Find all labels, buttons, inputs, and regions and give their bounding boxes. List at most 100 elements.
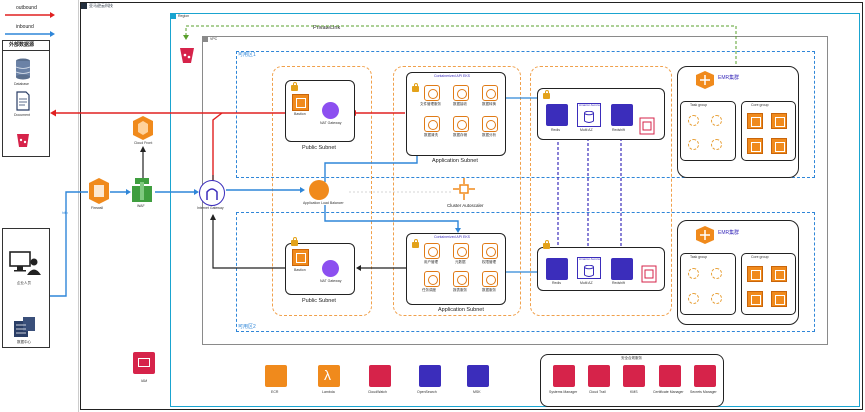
data-center-label: 数据中心 (17, 340, 31, 344)
kms-label: KMS (630, 390, 638, 394)
redis-az1-label: Redis (551, 128, 560, 132)
task-group-az2-label: Task group (690, 255, 708, 259)
s3-az2-icon (641, 265, 657, 283)
core-node-icon (747, 113, 763, 129)
internet-gateway-label: Internet Gateway (197, 206, 224, 210)
cloudwatch-label: CloudWatch (368, 390, 387, 394)
iam-label: IAM (141, 379, 148, 383)
public-subnet-az1-label: Public Subnet (302, 145, 336, 151)
aurora-az1-label: Amazon Aurora (579, 103, 600, 107)
task-node-icon (688, 115, 699, 126)
app-label: 报表服务 (453, 288, 467, 292)
cluster-autoscaler-label: Cluster Autoscaler (447, 203, 484, 208)
cluster-autoscaler-icon (453, 178, 475, 200)
region-label: Region (178, 14, 190, 18)
external-sources-title: 外部数据源 (9, 42, 35, 48)
firewall-icon (89, 178, 109, 204)
az2-frame (236, 212, 815, 332)
iam-badge (138, 358, 150, 367)
bastion-az2-label: Bastion (294, 268, 306, 272)
app-label: 权限管理 (482, 260, 496, 264)
vpc-label: VPC (210, 37, 218, 41)
data-subnet-az1-lock-icon (543, 90, 550, 99)
external-sources-panel (2, 40, 50, 157)
app-label: 数据清洗 (424, 133, 438, 137)
emr-az1-icon (696, 71, 714, 89)
firewall-label: Firewall (91, 206, 104, 210)
internet-gateway-icon (199, 180, 225, 206)
task-node-icon (688, 139, 699, 150)
secrets-manager-label: Secrets Manager (690, 390, 717, 394)
task-node-icon (711, 139, 722, 150)
app-subnet-az1-lock-icon (412, 83, 419, 92)
app-label: 任务调度 (422, 288, 436, 292)
core-group-az2 (741, 253, 796, 315)
redshift-az2-icon (611, 258, 633, 280)
task-node-icon (711, 293, 722, 304)
app-group-az2-label: Containerized API EKS (434, 235, 470, 239)
security-title: 安全合规服务 (621, 356, 642, 360)
data-tier-frame (530, 66, 672, 316)
app-subnet-az2-label: Application Subnet (438, 307, 484, 313)
core-group-az1 (741, 101, 796, 161)
core-node-icon (771, 266, 787, 282)
cloudtrail-icon (588, 365, 610, 387)
external-sources-divider (2, 50, 50, 51)
http-label: http (62, 211, 68, 215)
msk-label: MSK (473, 390, 481, 394)
app-label: 数据转换 (482, 102, 496, 106)
ecr-label: ECR (271, 390, 279, 394)
aurora-az2-db-icon (584, 265, 594, 277)
region-frame (170, 13, 860, 407)
app-tile-az1 (482, 116, 498, 132)
redshift-az1-icon (611, 104, 633, 126)
core-group-az2-label: Core group (751, 255, 769, 259)
app-tile-az2 (424, 243, 440, 259)
aurora-az1-frame (577, 103, 601, 127)
app-label: 文件管理服务 (420, 102, 441, 106)
public-subnet-az1-lock-icon (291, 82, 298, 91)
redis-az2-icon (546, 258, 568, 280)
enterprise-user-label: 企业人员 (17, 281, 31, 285)
app-label: 数据分析 (482, 133, 496, 137)
app-tile-az1 (424, 85, 440, 101)
waf-label: WAF (137, 204, 145, 208)
app-tile-az1 (453, 85, 469, 101)
gateway-arch-icon (206, 188, 218, 200)
task-group-az2 (680, 253, 736, 315)
users-panel (2, 228, 50, 348)
outbound-arrow-icon (5, 12, 55, 18)
nat-az2-icon (322, 260, 339, 277)
task-node-icon (688, 293, 699, 304)
bastion-az2-icon (292, 249, 309, 266)
alb-label: Application Load Balancer (303, 201, 344, 205)
redshift-az1-label: Redshift (612, 128, 625, 132)
app-subnet-az1-label: Application Subnet (432, 158, 478, 164)
core-node-icon (747, 138, 763, 154)
opensearch-label: OpenSearch (417, 390, 437, 394)
app-tile-az1 (424, 116, 440, 132)
redshift-az2-label: Redshift (612, 281, 625, 285)
redis-az2-label: Redis (552, 281, 561, 285)
systems-manager-icon (553, 365, 575, 387)
lambda-label: Lambda (322, 390, 335, 394)
core-node-icon (747, 291, 763, 307)
app-tile-az2 (482, 243, 498, 259)
az1-label: 可用区1 (238, 52, 256, 58)
core-node-icon (771, 138, 787, 154)
kms-icon (623, 365, 645, 387)
inbound-arrow-icon (5, 31, 55, 37)
app-tile-az1 (482, 85, 498, 101)
app-label: 数据服务 (482, 288, 496, 292)
cloudtrail-label: Cloud Trail (589, 390, 606, 394)
bastion-az1-icon (292, 94, 309, 111)
lambda-icon (318, 365, 340, 387)
emr-az1-title: EMR集群 (718, 75, 740, 81)
app-subnet-az2-lock-icon (412, 239, 419, 248)
app-label: 元数据 (455, 260, 466, 264)
database-icon (15, 58, 31, 80)
nat-az1-icon (322, 102, 339, 119)
core-group-az1-label: Core group (751, 103, 769, 107)
legend-inbound-label: inbound (16, 24, 34, 30)
